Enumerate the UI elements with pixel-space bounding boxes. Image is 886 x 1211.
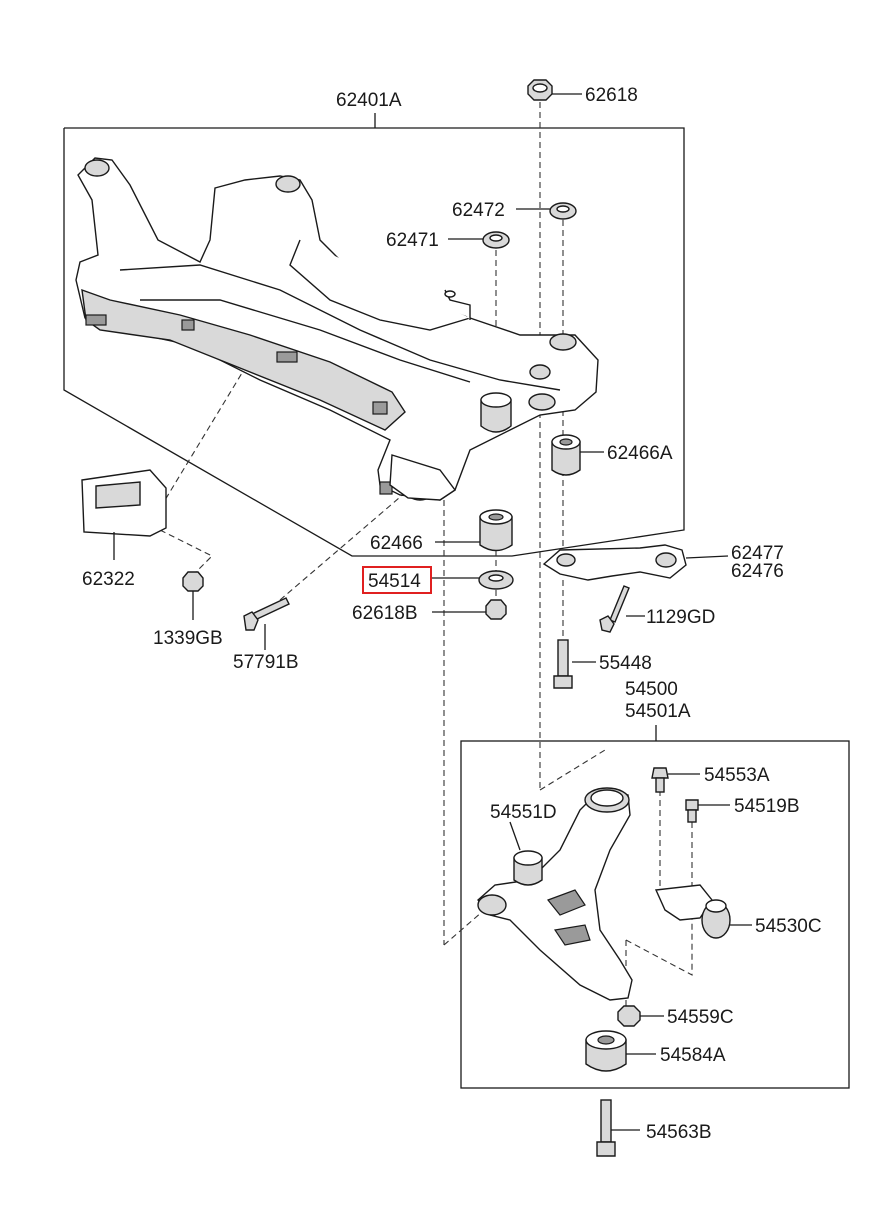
lower-arm-group-outline xyxy=(460,740,850,1089)
label-62471[interactable]: 62471 xyxy=(386,230,439,251)
part-labels: 62401A 62618 62472 62471 62466A 62466 62… xyxy=(82,85,822,1143)
label-62477[interactable]: 62477 xyxy=(731,543,784,564)
label-54553A[interactable]: 54553A xyxy=(704,765,770,786)
label-54559C[interactable]: 54559C xyxy=(667,1007,734,1028)
label-62466A[interactable]: 62466A xyxy=(607,443,673,464)
label-1129GD[interactable]: 1129GD xyxy=(646,607,715,628)
label-54530C[interactable]: 54530C xyxy=(755,916,822,937)
label-54551D[interactable]: 54551D xyxy=(490,802,557,823)
bushing-54584A xyxy=(585,1030,627,1072)
label-54500[interactable]: 54500 xyxy=(625,679,678,700)
subframe-group-outline xyxy=(63,127,685,557)
washer-62471 xyxy=(482,231,510,249)
bolt-1129GD xyxy=(599,585,630,633)
washer-62472 xyxy=(549,202,577,220)
lower-arm xyxy=(477,787,633,1001)
label-54514[interactable]: 54514 xyxy=(368,571,421,592)
nut-62618 xyxy=(527,79,553,101)
ball-joint-54530C xyxy=(654,884,731,939)
bolt-57791B xyxy=(243,597,290,648)
bracket-62322 xyxy=(81,469,167,560)
highlight-box-54514 xyxy=(362,566,432,594)
label-54501A[interactable]: 54501A xyxy=(625,701,691,722)
subframe xyxy=(75,157,599,501)
label-62322[interactable]: 62322 xyxy=(82,569,135,590)
bolt-54563B xyxy=(596,1099,616,1157)
nut-62618B xyxy=(485,599,507,620)
bushing-62466A xyxy=(551,434,581,476)
label-57791B[interactable]: 57791B xyxy=(233,652,299,673)
label-62476[interactable]: 62476 xyxy=(731,561,784,582)
label-62401A[interactable]: 62401A xyxy=(336,90,402,111)
label-62618B[interactable]: 62618B xyxy=(352,603,418,624)
bolt-55448 xyxy=(553,639,573,689)
nut-1339GB xyxy=(182,571,204,620)
bolt-54519B xyxy=(685,799,699,823)
leader-lines xyxy=(264,93,752,1131)
label-55448[interactable]: 55448 xyxy=(599,653,652,674)
label-62618[interactable]: 62618 xyxy=(585,85,638,106)
label-1339GB[interactable]: 1339GB xyxy=(153,628,223,649)
label-54519B[interactable]: 54519B xyxy=(734,796,800,817)
label-62472[interactable]: 62472 xyxy=(452,200,505,221)
label-54563B[interactable]: 54563B xyxy=(646,1122,712,1143)
plate-62477 xyxy=(542,544,729,581)
bushing-upper xyxy=(480,392,512,433)
nut-54559C xyxy=(617,1005,641,1027)
label-62466[interactable]: 62466 xyxy=(370,533,423,554)
washer-54514 xyxy=(478,570,514,590)
bushing-62466 xyxy=(479,509,513,552)
bolt-54553A xyxy=(651,767,669,793)
label-54584A[interactable]: 54584A xyxy=(660,1045,726,1066)
